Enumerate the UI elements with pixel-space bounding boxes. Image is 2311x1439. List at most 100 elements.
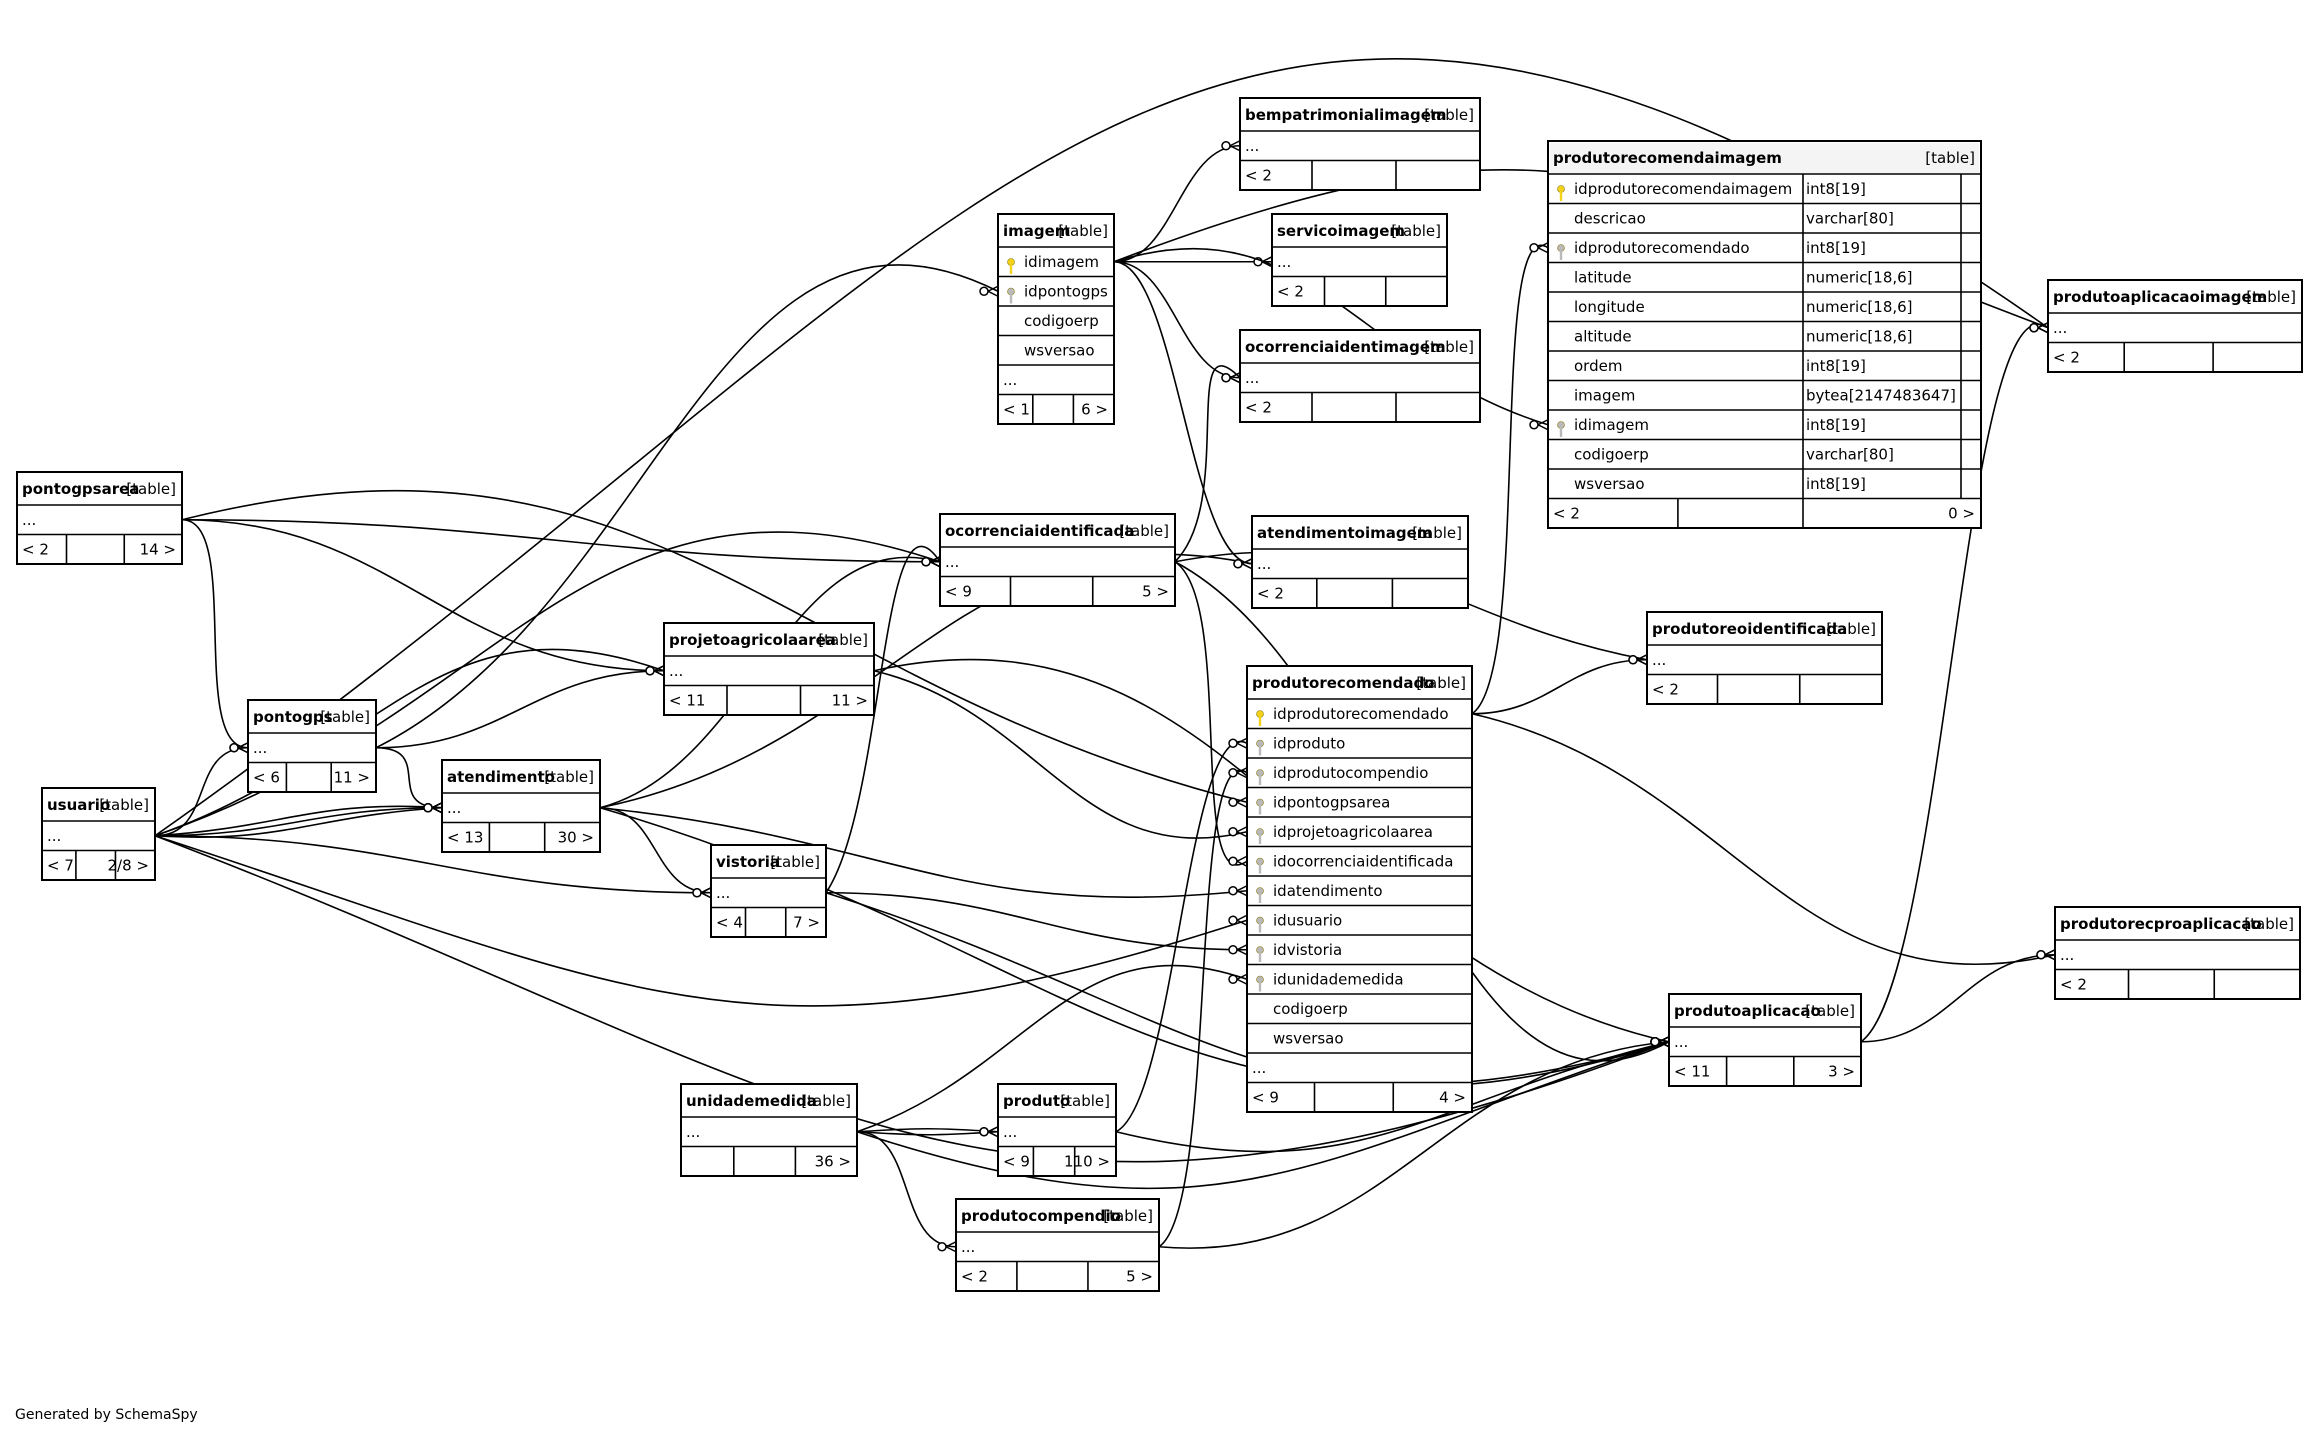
table-produtoreoidentificada[interactable]: produtoreoidentificada[table]...< 2 [1646, 611, 1883, 705]
nav-right[interactable]: 5 > [1142, 583, 1169, 601]
crowsfoot-marker [1228, 737, 1248, 749]
table-tag: [table] [1416, 674, 1466, 692]
nav-right[interactable]: 110 > [1064, 1153, 1110, 1171]
relationship-edge-50 [1158, 1040, 1670, 1249]
relationship-edge-44 [856, 1130, 957, 1248]
nav-left[interactable]: < 2 [1553, 505, 1580, 523]
relationship-edge-37 [1471, 244, 1549, 715]
table-tag: [table] [1424, 338, 1474, 356]
nav-left[interactable]: < 1 [1003, 401, 1030, 419]
relationship-edge-1 [154, 805, 443, 837]
table-produtorecomendaimagem[interactable]: produtorecomendaimagem[table]idprodutore… [1547, 140, 1982, 529]
column-name: descricao [1574, 210, 1646, 228]
nav-left[interactable]: < 2 [1245, 167, 1272, 185]
table-tag: [table] [801, 1092, 851, 1110]
relationship-edge-11 [181, 518, 665, 672]
nav-right[interactable]: 36 > [815, 1153, 851, 1171]
crowsfoot-marker [937, 1241, 957, 1253]
column-name: idprodutorecomendado [1574, 239, 1750, 257]
nav-right[interactable]: 11 > [832, 692, 868, 710]
table-ocorrenciaidentimagem[interactable]: ocorrenciaidentimagem[table]...< 2 [1239, 329, 1481, 423]
relationship-edge-45 [856, 964, 1248, 1133]
table-name: produtoaplicacaoimagem [2053, 288, 2267, 306]
nav-left[interactable]: < 7 [47, 857, 74, 875]
relationship-edge-9 [154, 58, 2049, 837]
nav-right[interactable]: 2/8 > [108, 857, 149, 875]
table-produtorecproaplicacao[interactable]: produtorecproaplicacao[table]...< 2 [2054, 906, 2301, 1000]
nav-left[interactable]: < 2 [1652, 681, 1679, 699]
nav-left[interactable]: < 2 [1257, 585, 1284, 603]
nav-right[interactable]: 0 > [1948, 505, 1975, 523]
table-produtoaplicacaoimagem[interactable]: produtoaplicacaoimagem[table]...< 2 [2047, 279, 2303, 373]
nav-right[interactable]: 6 > [1081, 401, 1108, 419]
primary-key-icon [1007, 258, 1015, 274]
table-bempatrimonialimagem[interactable]: bempatrimonialimagem[table]...< 2 [1239, 97, 1481, 191]
table-name: imagem [1003, 222, 1070, 240]
table-produtorecomendado[interactable]: produtorecomendado[table]idprodutorecome… [1246, 665, 1473, 1113]
nav-left[interactable]: < 9 [1252, 1089, 1279, 1107]
relationship-edge-25 [825, 891, 1248, 951]
nav-left[interactable]: < 2 [961, 1268, 988, 1286]
nav-left[interactable]: < 4 [716, 914, 743, 932]
nav-left[interactable]: < 13 [447, 829, 483, 847]
table-tag: [table] [99, 796, 149, 814]
primary-key-icon [1256, 710, 1264, 726]
table-imagem[interactable]: imagem[table]idimagemidpontogpscodigoerp… [997, 213, 1115, 425]
nav-left[interactable]: < 2 [2053, 349, 2080, 367]
nav-left[interactable]: < 6 [253, 769, 280, 787]
relationship-edge-16 [375, 264, 999, 749]
crowsfoot-marker [1228, 796, 1248, 808]
nav-left[interactable]: < 9 [1003, 1153, 1030, 1171]
relationship-edge-30 [1113, 260, 1253, 565]
nav-left[interactable]: < 11 [1674, 1063, 1710, 1081]
nav-left[interactable]: < 2 [22, 541, 49, 559]
nav-left[interactable]: < 2 [2060, 976, 2087, 994]
nav-right[interactable]: 30 > [558, 829, 594, 847]
nav-left[interactable]: < 11 [669, 692, 705, 710]
footer-credit: Generated by SchemaSpy [15, 1407, 198, 1423]
column-ellipsis: ... [1003, 371, 1017, 389]
table-atendimentoimagem[interactable]: atendimentoimagem[table]...< 2 [1251, 515, 1469, 609]
crowsfoot-marker [1221, 372, 1241, 384]
nav-right[interactable]: 11 > [334, 769, 370, 787]
nav-right[interactable]: 7 > [793, 914, 820, 932]
nav-left[interactable]: < 2 [1245, 399, 1272, 417]
table-unidademedida[interactable]: unidademedida[table]...36 > [680, 1083, 858, 1177]
column-ellipsis: ... [1245, 137, 1259, 155]
relationship-edge-2 [154, 806, 443, 837]
table-name: ocorrenciaidentimagem [1245, 338, 1446, 356]
column-type: varchar[80] [1806, 210, 1894, 228]
nav-right[interactable]: 14 > [140, 541, 176, 559]
column-type: numeric[18,6] [1806, 269, 1913, 287]
relationship-edge-17 [599, 806, 712, 894]
table-servicoimagem[interactable]: servicoimagem[table]...< 2 [1271, 213, 1448, 307]
nav-right[interactable]: 4 > [1439, 1089, 1466, 1107]
nav-right[interactable]: 3 > [1828, 1063, 1855, 1081]
crowsfoot-marker [1228, 855, 1248, 867]
relationship-edge-0 [154, 746, 249, 837]
crowsfoot-marker [1228, 914, 1248, 926]
table-name: produto [1003, 1092, 1070, 1110]
nav-left[interactable]: < 9 [945, 583, 972, 601]
nav-right[interactable]: 5 > [1126, 1268, 1153, 1286]
column-ellipsis: ... [945, 553, 959, 571]
column-ellipsis: ... [1277, 253, 1291, 271]
table-name: atendimentoimagem [1257, 524, 1432, 542]
crowsfoot-marker [979, 1126, 999, 1138]
table-tag: [table] [1805, 1002, 1855, 1020]
column-ellipsis: ... [1252, 1059, 1266, 1077]
crowsfoot-marker [1228, 973, 1248, 985]
table-name: produtoaplicacao [1674, 1002, 1821, 1020]
nav-left[interactable]: < 2 [1277, 283, 1304, 301]
